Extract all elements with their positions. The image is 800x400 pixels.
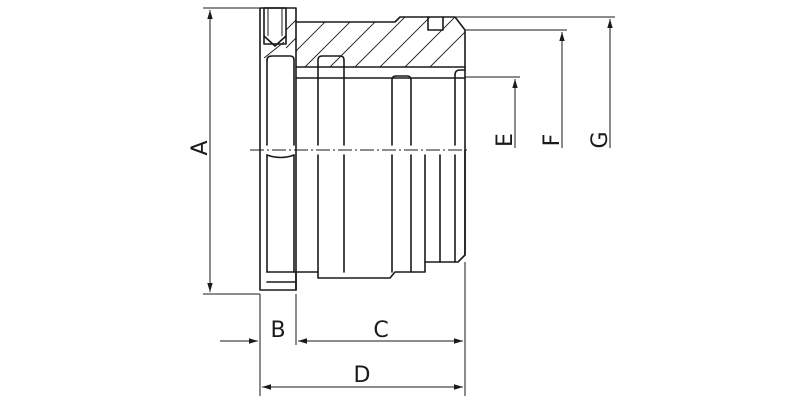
section-hatching — [296, 17, 465, 67]
label-b: B — [270, 318, 285, 343]
flange-hatching — [263, 19, 297, 59]
body-bottom-edge — [295, 149, 466, 279]
lower-view — [266, 154, 456, 283]
top-groove — [427, 16, 444, 31]
flange-outline — [259, 7, 297, 291]
upper-section — [263, 7, 466, 146]
label-a: A — [188, 140, 213, 155]
label-g: G — [588, 131, 613, 148]
pocket-4 — [454, 69, 466, 146]
dimensions: A B C D E F G — [188, 7, 615, 396]
label-f: F — [540, 134, 565, 147]
pocket-1 — [266, 55, 295, 146]
label-d: D — [354, 363, 371, 388]
label-c: C — [373, 318, 388, 343]
label-e: E — [493, 133, 518, 147]
pocket-2 — [317, 55, 345, 146]
pocket-3 — [391, 75, 412, 146]
set-screw-hole — [263, 7, 287, 45]
part-outline — [259, 7, 466, 291]
lower-arc — [266, 154, 295, 159]
